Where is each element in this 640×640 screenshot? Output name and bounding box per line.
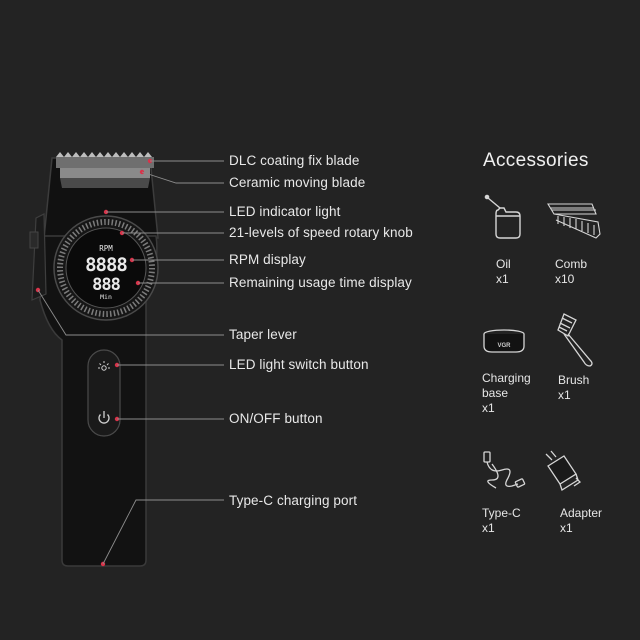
accessory-comb-name: Comb <box>555 257 588 271</box>
accessory-oil-name: Oil <box>496 257 511 271</box>
led-light-icon <box>98 361 110 371</box>
accessory-base-name-line2: base <box>482 386 509 400</box>
rpm-display: RPM 8888 888 Min <box>85 244 128 301</box>
accessory-base-name-line1: Charging <box>482 371 531 385</box>
accessories-title: Accessories <box>483 150 589 171</box>
min-label: Min <box>100 293 112 301</box>
accessory-adapter-name: Adapter <box>560 506 603 520</box>
callout-usage-time: Remaining usage time display <box>229 275 412 290</box>
button-panel <box>87 349 121 437</box>
accessory-cable-qty: x1 <box>482 521 495 535</box>
accessory-adapter-qty: x1 <box>560 521 573 535</box>
base-brand: VGR <box>497 343 511 349</box>
time-digits: 888 <box>92 275 120 295</box>
callout-led-indicator: LED indicator light <box>229 204 341 219</box>
power-icon <box>98 411 110 424</box>
callout-speed-knob: 21-levels of speed rotary knob <box>229 225 413 240</box>
blade-teeth <box>56 152 154 188</box>
rpm-label: RPM <box>99 244 113 253</box>
callout-typec-port: Type-C charging port <box>229 493 358 508</box>
callout-led-switch: LED light switch button <box>229 357 369 372</box>
callout-rpm-display: RPM display <box>229 252 306 267</box>
power-adapter-icon <box>545 450 582 491</box>
accessory-cable-name: Type-C <box>482 506 521 520</box>
accessory-oil-qty: x1 <box>496 272 509 286</box>
accessory-comb-qty: x10 <box>555 272 575 286</box>
accessory-brush-name: Brush <box>558 373 590 387</box>
accessory-base-qty: x1 <box>482 401 495 415</box>
charging-base-icon: VGR <box>483 329 525 353</box>
callout-dlc-blade: DLC coating fix blade <box>229 153 360 168</box>
cleaning-brush-icon <box>557 313 593 367</box>
callout-ceramic-blade: Ceramic moving blade <box>229 175 366 190</box>
accessory-brush-qty: x1 <box>558 388 571 402</box>
callout-taper-lever: Taper lever <box>229 327 297 342</box>
usb-cable-icon <box>483 451 526 489</box>
rpm-digits: 8888 <box>85 254 127 276</box>
guide-comb-icon <box>547 203 601 239</box>
oil-bottle-icon <box>484 194 521 239</box>
taper-lever <box>31 213 47 301</box>
callout-power-button: ON/OFF button <box>229 411 323 426</box>
leader-lines <box>37 160 224 565</box>
